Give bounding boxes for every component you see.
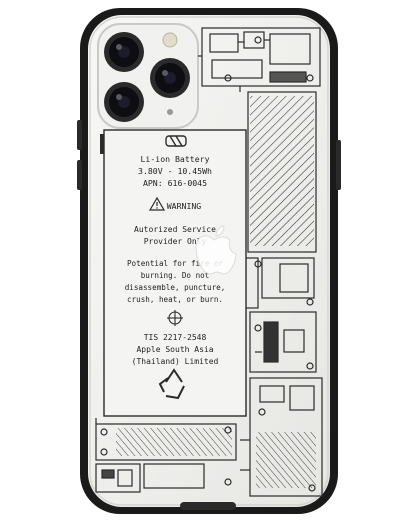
warning-triangle-icon <box>148 196 166 211</box>
case-bottom-lip <box>180 502 236 510</box>
maker-line-2: (Thailand) Limited <box>132 357 219 366</box>
battery-rating-text: 3.80V - 10.45Wh <box>138 166 212 176</box>
hazard-line-1: Potential for fire or <box>127 259 223 268</box>
warning-text: WARNING <box>167 201 202 211</box>
apple-logo-icon <box>195 225 237 275</box>
flash-icon <box>162 32 178 48</box>
microphone-icon <box>167 109 173 115</box>
circuit-illustration <box>95 27 323 497</box>
side-button <box>336 140 341 190</box>
camera-lens-icon <box>150 58 190 98</box>
battery-type-text: Li-ion Battery <box>140 154 209 164</box>
recycle-icon <box>158 368 185 400</box>
service-line-2: Provider Only <box>144 237 207 246</box>
hazard-line-2: burning. Do not <box>141 271 210 280</box>
hazard-line-4: crush, heat, or burn. <box>127 295 223 304</box>
service-line-1: Autorized Service <box>134 225 216 234</box>
standard-text: TIS 2217-2548 <box>144 333 207 342</box>
side-button <box>77 120 82 150</box>
camera-lens-icon <box>104 32 144 72</box>
crosshair-icon <box>167 310 183 326</box>
maker-line-1: Apple South Asia <box>136 345 213 354</box>
connector-icon <box>165 135 187 147</box>
camera-lens-icon <box>104 82 144 122</box>
side-button <box>77 160 82 190</box>
battery-apn-text: APN: 616-0045 <box>143 178 207 188</box>
hazard-line-3: disassemble, puncture, <box>125 283 226 292</box>
